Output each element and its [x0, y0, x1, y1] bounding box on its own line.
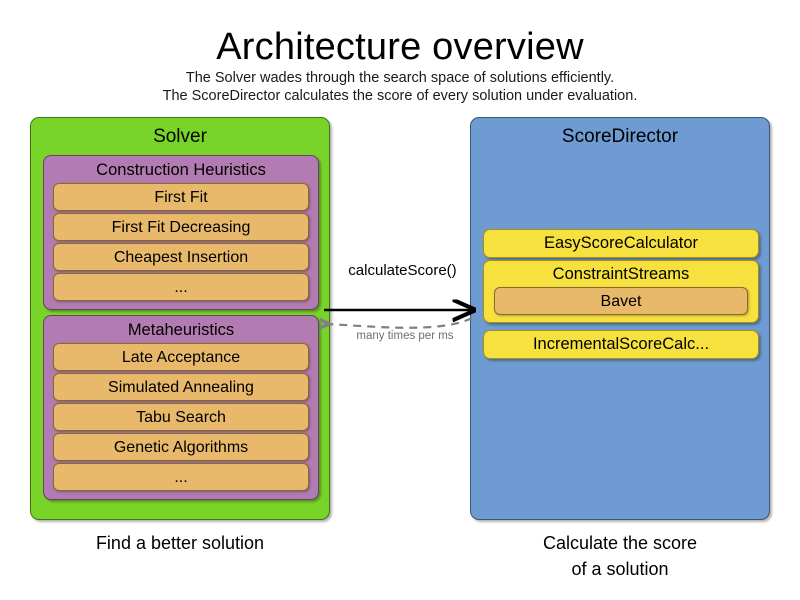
arrow-svg	[320, 262, 485, 357]
calc-label-easy-score-calculator: EasyScoreCalculator	[543, 234, 699, 252]
item-first-fit[interactable]: First Fit	[53, 183, 309, 211]
calc-incremental-score-calculator[interactable]: IncrementalScoreCalc...	[483, 330, 759, 359]
solver-caption: Find a better solution	[30, 530, 330, 556]
calc-constraint-streams[interactable]: ConstraintStreams Bavet	[483, 260, 759, 323]
scoredirector-panel-title: ScoreDirector	[561, 126, 679, 147]
nested-items-constraint-streams: Bavet	[484, 287, 758, 322]
calc-label-constraint-streams: ConstraintStreams	[552, 265, 690, 283]
item-tabu-search[interactable]: Tabu Search	[53, 403, 309, 431]
item-genetic-algorithms[interactable]: Genetic Algorithms	[53, 433, 309, 461]
dashed-response-arrow	[326, 318, 473, 328]
group-metaheuristics: Metaheuristics Late Acceptance Simulated…	[43, 315, 319, 500]
group-construction-heuristics: Construction Heuristics First Fit First …	[43, 155, 319, 310]
solver-panel: Solver Construction Heuristics First Fit…	[30, 117, 330, 520]
item-bavet[interactable]: Bavet	[494, 287, 748, 315]
item-simulated-annealing[interactable]: Simulated Annealing	[53, 373, 309, 401]
many-times-per-ms-label: many times per ms	[356, 330, 454, 342]
solver-caption-text: Find a better solution	[95, 533, 265, 553]
item-late-acceptance[interactable]: Late Acceptance	[53, 343, 309, 371]
item-cheapest-insertion[interactable]: Cheapest Insertion	[53, 243, 309, 271]
page-title: Architecture overview	[216, 26, 584, 68]
group-items-construction-heuristics: First Fit First Fit Decreasing Cheapest …	[44, 183, 318, 309]
solver-panel-title: Solver	[153, 126, 207, 147]
arrow-group: calculateScore() many times per ms	[320, 262, 485, 357]
item-construction-heuristics-more[interactable]: ...	[53, 273, 309, 301]
calculate-score-arrow-label: calculateScore()	[348, 262, 457, 279]
group-items-metaheuristics: Late Acceptance Simulated Annealing Tabu…	[44, 343, 318, 499]
item-metaheuristics-more[interactable]: ...	[53, 463, 309, 491]
subtitle-line-2: The ScoreDirector calculates the score o…	[162, 88, 638, 104]
group-label-metaheuristics: Metaheuristics	[127, 321, 235, 339]
item-first-fit-decreasing[interactable]: First Fit Decreasing	[53, 213, 309, 241]
calc-easy-score-calculator[interactable]: EasyScoreCalculator	[483, 229, 759, 258]
subtitle-line-1: The Solver wades through the search spac…	[185, 70, 615, 86]
group-label-construction-heuristics: Construction Heuristics	[96, 161, 266, 179]
scoredirector-panel: ScoreDirector EasyScoreCalculator Constr…	[470, 117, 770, 520]
calc-label-incremental-score-calculator: IncrementalScoreCalc...	[532, 335, 710, 353]
scoredirector-caption-line-2: of a solution	[571, 559, 669, 579]
scoredirector-caption: Calculate the score of a solution	[470, 530, 770, 582]
scoredirector-caption-line-1: Calculate the score	[542, 533, 698, 553]
